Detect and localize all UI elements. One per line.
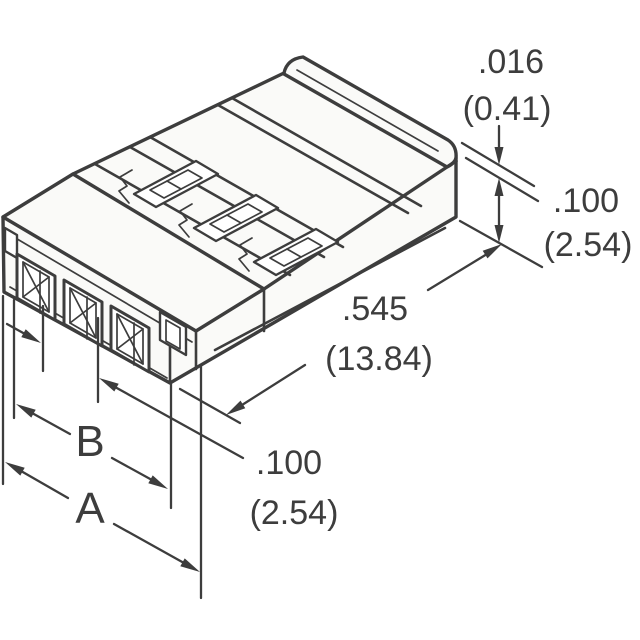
housing-height-mm: (2.54) — [544, 226, 633, 264]
b-arrowhead-left — [16, 404, 36, 418]
dimension-housing-length: .545 (13.84) — [226, 244, 502, 415]
contact-pitch-inches: .100 — [256, 444, 322, 482]
contact-cavity-3 — [109, 304, 151, 374]
b-arrowhead-right — [148, 475, 168, 489]
contact-pitch-mm: (2.54) — [250, 494, 339, 532]
dimension-a: A — [5, 462, 200, 572]
front-top-edge — [1, 215, 198, 333]
window-divider — [286, 248, 302, 258]
window-frame — [252, 227, 340, 277]
groove-line — [128, 145, 326, 259]
housing-length-inches: .545 — [342, 290, 408, 328]
pitch-arrow-shaft-left — [5, 322, 27, 336]
pitch-arrowhead-right — [99, 378, 119, 392]
height-arrowhead-down — [494, 225, 504, 243]
b-arrow-shaft-right — [110, 456, 154, 482]
window-inner — [209, 203, 263, 233]
rib-arrowhead-down — [494, 147, 504, 165]
a-arrow-shaft-left — [19, 469, 70, 500]
window-divider — [226, 214, 242, 224]
extension-line-housing-bottom — [458, 219, 544, 269]
groove-line — [148, 135, 345, 249]
latch-window-1 — [118, 159, 220, 209]
pitch-arrowhead-left — [21, 329, 41, 343]
connector-housing — [1, 55, 458, 385]
length-arrow-shaft-left — [240, 363, 307, 407]
window-inner — [269, 237, 323, 267]
a-arrowhead-left — [5, 462, 25, 476]
latch-window-3 — [238, 227, 340, 277]
contact-diagonal — [22, 276, 50, 298]
length-arrowhead-left — [226, 400, 246, 415]
contact-cavity-1 — [15, 252, 57, 322]
housing-length-mm: (13.84) — [325, 340, 433, 378]
extension-line-length-left — [178, 387, 242, 425]
body-side-faces — [213, 159, 458, 352]
dimension-b: B — [16, 404, 168, 489]
top-face-grooves — [71, 96, 423, 291]
latch-notch — [178, 203, 193, 238]
dimension-rib-thickness: .016 (0.41) — [463, 43, 552, 165]
b-arrow-shaft-left — [30, 411, 72, 436]
end-latch-hole — [158, 310, 188, 357]
contact-diagonal — [69, 302, 97, 324]
rib-highlight-line — [296, 69, 439, 152]
length-arrow-shaft-right — [426, 252, 489, 292]
window-divider — [166, 180, 182, 190]
a-arrowhead-right — [180, 558, 200, 572]
groove-line — [93, 162, 292, 277]
length-arrowhead-right — [482, 244, 502, 259]
groove-line — [230, 96, 423, 208]
latch-notch — [238, 237, 253, 272]
dimension-housing-height: .100 (2.54) — [494, 178, 633, 264]
groove-line — [216, 103, 410, 215]
dimension-b-label: B — [75, 417, 104, 466]
side-face-mid-edge — [213, 226, 447, 352]
contact-cavity-2 — [62, 278, 104, 348]
contact-diagonal — [116, 328, 144, 350]
latch-notch — [118, 169, 133, 204]
window-frame — [132, 159, 220, 209]
dimension-contact-pitch: .100 (2.54) — [5, 322, 339, 532]
dimension-a-label: A — [75, 484, 105, 533]
window-inner — [149, 169, 203, 199]
window-frame — [192, 193, 280, 243]
extension-line-rib-top — [460, 141, 536, 188]
rib-thickness-inches: .016 — [478, 43, 544, 81]
pitch-leader-shaft — [113, 385, 245, 460]
front-block-back-edge — [71, 172, 266, 291]
latch-window-2 — [178, 193, 280, 243]
a-arrow-shaft-right — [112, 522, 186, 565]
extension-lines — [1, 141, 544, 600]
height-arrowhead-up — [494, 178, 504, 196]
hole-inner — [165, 319, 181, 350]
end-face-top-edge — [194, 287, 266, 333]
side-face-top-edge — [262, 159, 458, 291]
extension-line-rib-bottom — [464, 156, 540, 203]
rib-thickness-mm: (0.41) — [463, 90, 552, 128]
housing-height-inches: .100 — [553, 182, 619, 220]
